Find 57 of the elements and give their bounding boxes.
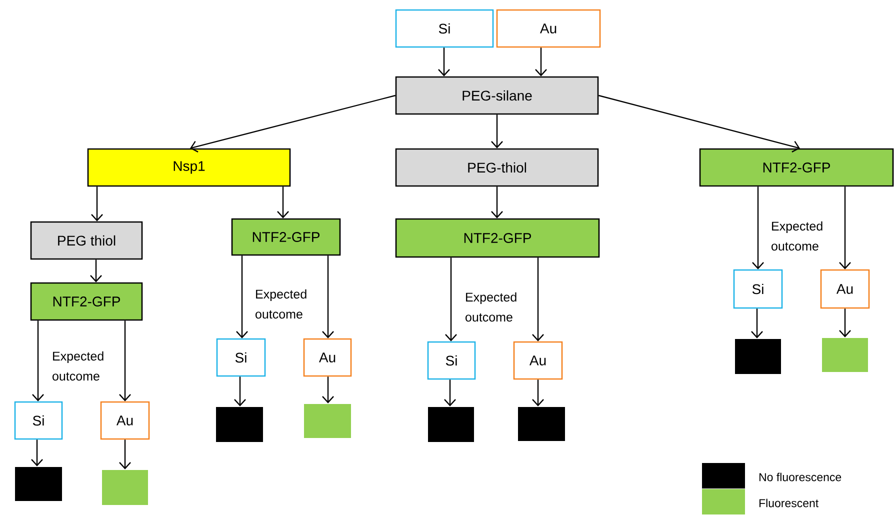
arrow [236,256,248,338]
legend-text: No fluorescence [759,472,842,482]
arrow [839,308,851,338]
process-box: NTF2-GFP [699,148,894,187]
substrate-box: Au [820,269,870,309]
arrow [322,376,334,404]
substrate-box: Si [216,338,266,377]
annotation-text: Expected outcome [52,351,104,381]
arrow [91,186,103,222]
arrow [31,440,43,466]
result-square [428,407,474,442]
arrow [445,258,457,342]
arrow [444,380,456,406]
arrow [598,94,800,152]
substrate-box: Si [733,269,783,309]
arrow [119,320,131,402]
annotation-text: Expected outcome [256,289,306,319]
arrow [532,258,544,342]
process-box: NTF2-GFP [30,282,143,321]
process-box: Nsp1 [87,148,291,187]
substrate-box: Si [395,9,494,48]
substrate-box: Si [427,341,476,380]
arrow [751,308,763,338]
substrate-box: Au [100,401,150,440]
process-box: PEG thiol [30,221,143,260]
substrate-box: Au [496,9,601,48]
arrow [277,186,289,218]
result-square [102,470,148,505]
annotation-text: Expected outcome [772,221,822,251]
arrow [752,186,764,270]
arrow [119,440,131,470]
substrate-box: Si [14,401,63,440]
arrow [532,380,544,406]
substrate-box: Au [303,338,352,377]
result-square [735,339,781,374]
arrow [535,48,547,76]
arrow [90,260,102,282]
process-box: NTF2-GFP [395,218,600,258]
annotation-text: Expected outcome [466,292,516,322]
result-square [216,407,263,442]
arrow [438,48,450,76]
process-box: PEG-thiol [395,148,599,187]
legend-text: Fluorescent [759,498,819,508]
result-square [15,467,62,501]
substrate-box: Au [513,341,563,380]
arrow [839,186,851,270]
result-square [518,407,565,441]
arrow [190,94,396,152]
process-box: NTF2-GFP [231,218,341,256]
arrow [234,376,246,406]
arrow [32,320,44,402]
result-square [304,404,351,438]
arrow [491,114,503,148]
arrow [491,186,503,218]
arrow [322,256,334,338]
process-box: PEG-silane [395,76,599,115]
result-square [822,338,868,372]
